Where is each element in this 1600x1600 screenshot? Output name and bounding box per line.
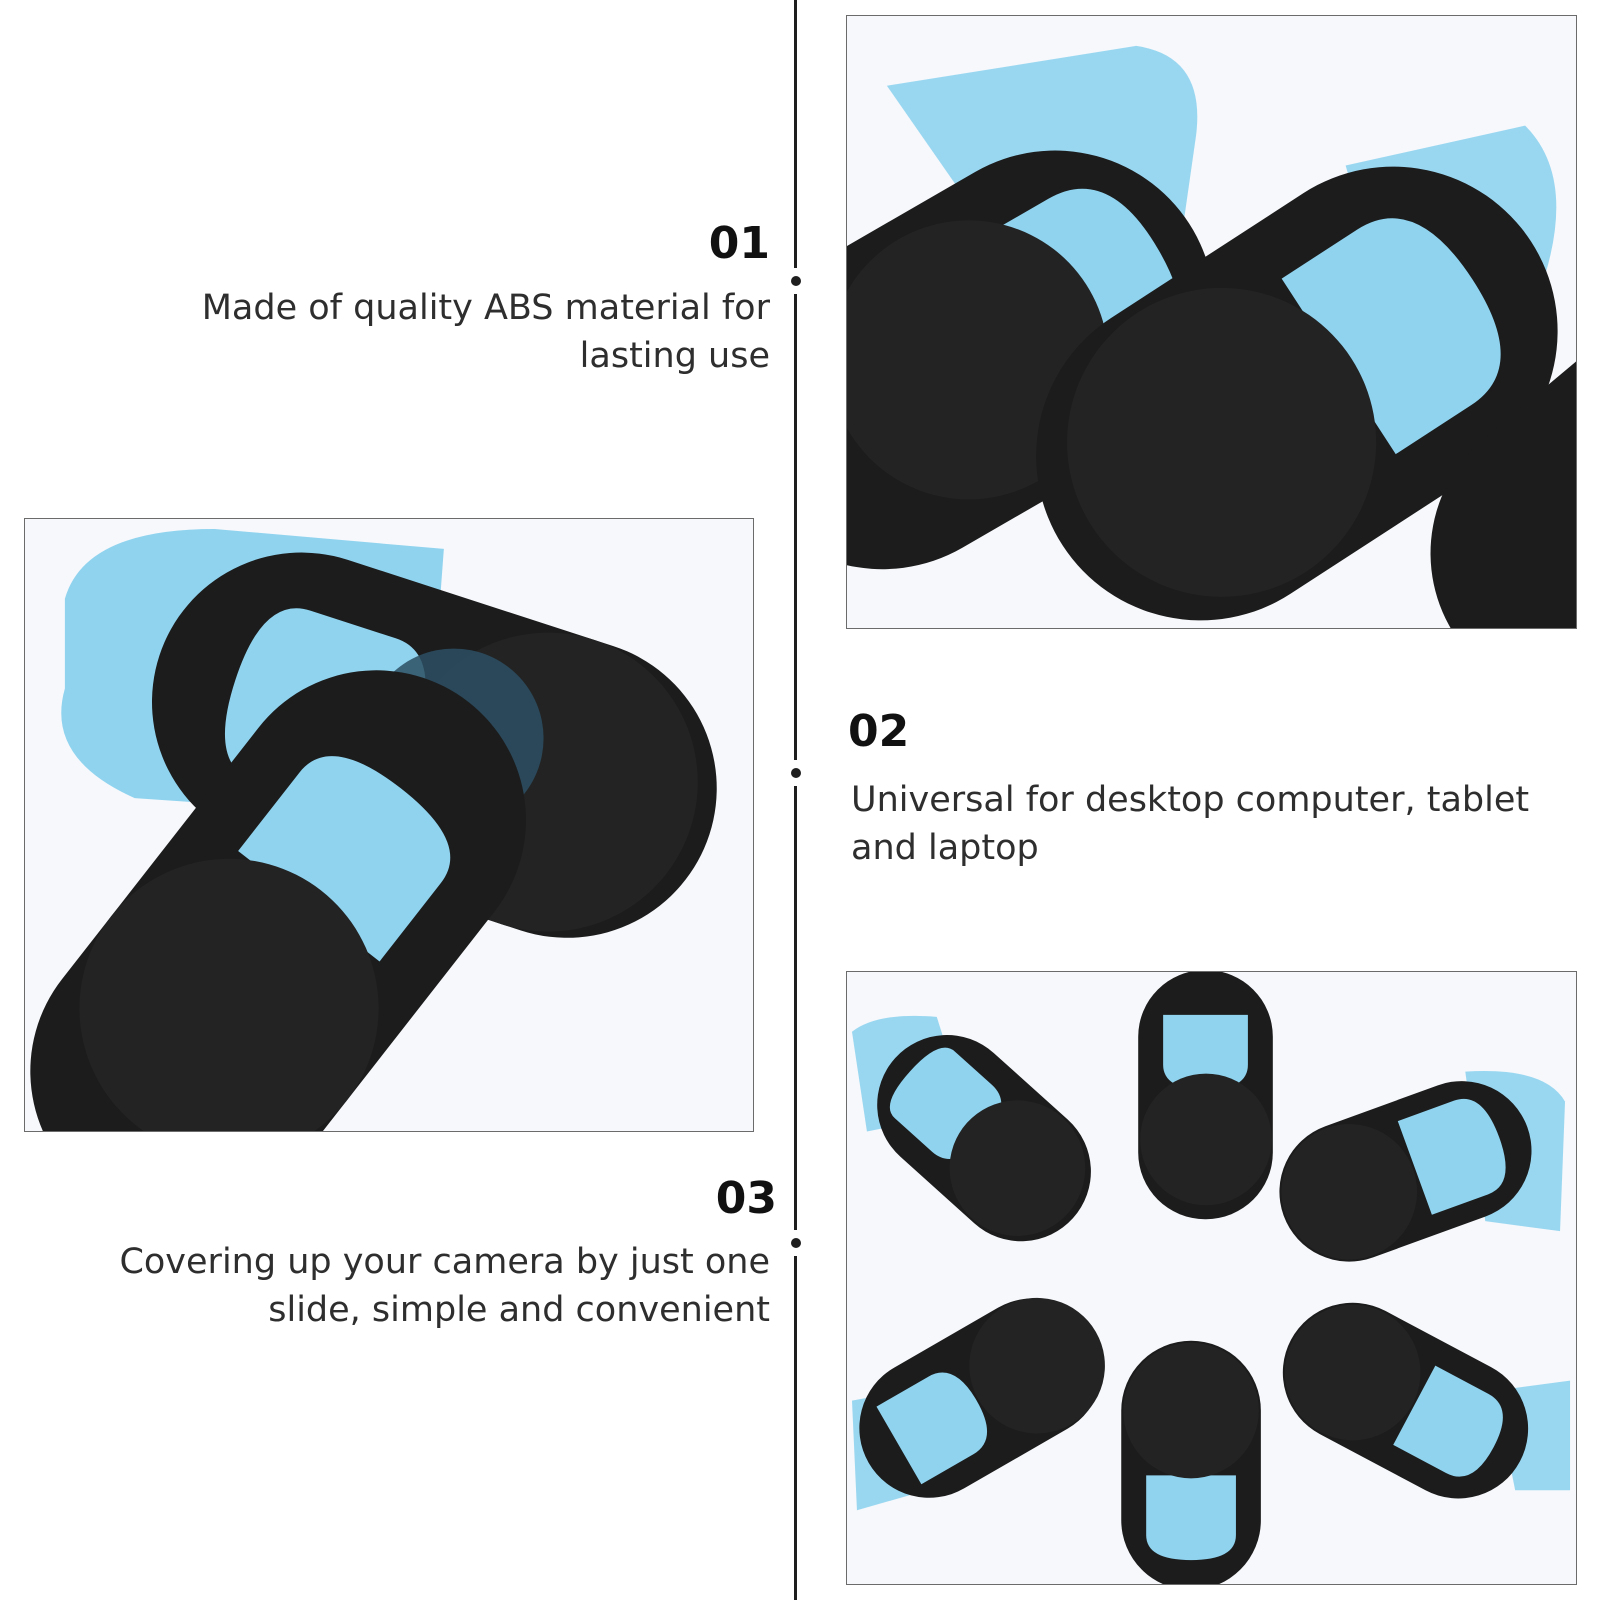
timeline-dot-1 bbox=[791, 276, 801, 286]
timeline-line bbox=[794, 0, 797, 1600]
feature-number-3: 03 bbox=[715, 1173, 777, 1224]
feature-text-2: Universal for desktop computer, tablet a… bbox=[851, 780, 1530, 868]
feature-text-3: Covering up your camera by just one slid… bbox=[119, 1242, 770, 1330]
timeline-dot-3 bbox=[791, 1238, 801, 1248]
feature-number-1: 01 bbox=[708, 218, 770, 269]
product-photo-overlap bbox=[24, 518, 754, 1132]
product-photo-closeup-pair bbox=[846, 15, 1577, 629]
feature-text-1: Made of quality ABS material for lasting… bbox=[201, 288, 770, 376]
product-photo-ring-of-six bbox=[846, 971, 1577, 1585]
feature-number-2: 02 bbox=[848, 706, 910, 757]
timeline-dot-2 bbox=[791, 768, 801, 778]
